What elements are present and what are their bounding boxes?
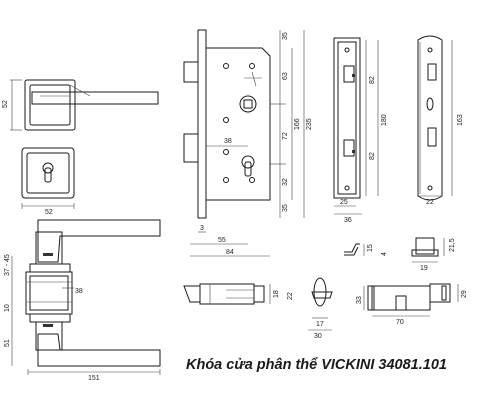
dim-body-bottom: 35 <box>282 204 289 212</box>
dim-face-25: 25 <box>340 199 348 206</box>
dim-face-82b: 82 <box>369 152 376 160</box>
dim-body-55: 55 <box>218 237 226 244</box>
dim-body-32: 32 <box>282 178 289 186</box>
dim-clip-15: 15 <box>367 244 374 252</box>
spring-clip: 15 4 <box>344 243 388 256</box>
lock-body: 38 35 63 72 32 35 166 235 3 55 84 <box>183 29 313 257</box>
dim-cyl-29: 29 <box>461 290 468 298</box>
dim-plate-163: 163 <box>457 114 464 126</box>
dim-body-63: 63 <box>282 72 289 80</box>
strike-plate: 163 22 <box>417 35 464 206</box>
dim-rose-width: 52 <box>45 209 53 216</box>
dim-handle-width: 151 <box>88 375 100 382</box>
dim-strike-19: 19 <box>420 265 428 272</box>
strike-box: 21,5 19 <box>411 237 456 272</box>
cylinder: 33 29 70 <box>356 283 468 326</box>
product-caption: Khóa cửa phân thể VICKINI 34081.101 <box>186 357 447 373</box>
dim-body-3: 3 <box>200 225 204 232</box>
dim-cyl-70: 70 <box>396 319 404 326</box>
dim-handle-r3: 38 <box>75 288 83 295</box>
dim-plate-22: 22 <box>426 199 434 206</box>
dim-handle-51: 51 <box>4 339 11 347</box>
dim-rose-height: 52 <box>2 100 9 108</box>
dim-face-82a: 82 <box>369 76 376 84</box>
handle-side-view: 37 - 45 10 51 38 151 <box>4 219 161 382</box>
face-plate: 82 82 180 25 36 <box>333 37 388 224</box>
dim-latch-22: 22 <box>287 292 294 300</box>
handle-top-view: 52 <box>2 79 159 131</box>
dim-body-top: 35 <box>282 32 289 40</box>
dim-handle-r2: 37 - 45 <box>4 254 11 276</box>
dim-body-166: 166 <box>294 118 301 130</box>
dim-clip-4: 4 <box>381 252 388 256</box>
dim-body-84: 84 <box>226 249 234 256</box>
dim-body-235: 235 <box>306 118 313 130</box>
cam: 17 30 <box>308 277 333 340</box>
escutcheon-rose: 52 <box>21 147 75 216</box>
dim-cam-17: 17 <box>316 321 324 328</box>
latch-bolt: 18 22 <box>183 283 294 305</box>
dim-strike-215: 21,5 <box>449 238 456 252</box>
dim-latch-18: 18 <box>273 290 280 298</box>
dim-handle-r1: 10 <box>4 304 11 312</box>
dim-face-180: 180 <box>381 114 388 126</box>
dim-body-72: 72 <box>282 132 289 140</box>
dim-face-36: 36 <box>344 217 352 224</box>
dim-cyl-33: 33 <box>356 296 363 304</box>
dim-cam-30: 30 <box>314 333 322 340</box>
dim-body-backset: 38 <box>224 138 232 145</box>
